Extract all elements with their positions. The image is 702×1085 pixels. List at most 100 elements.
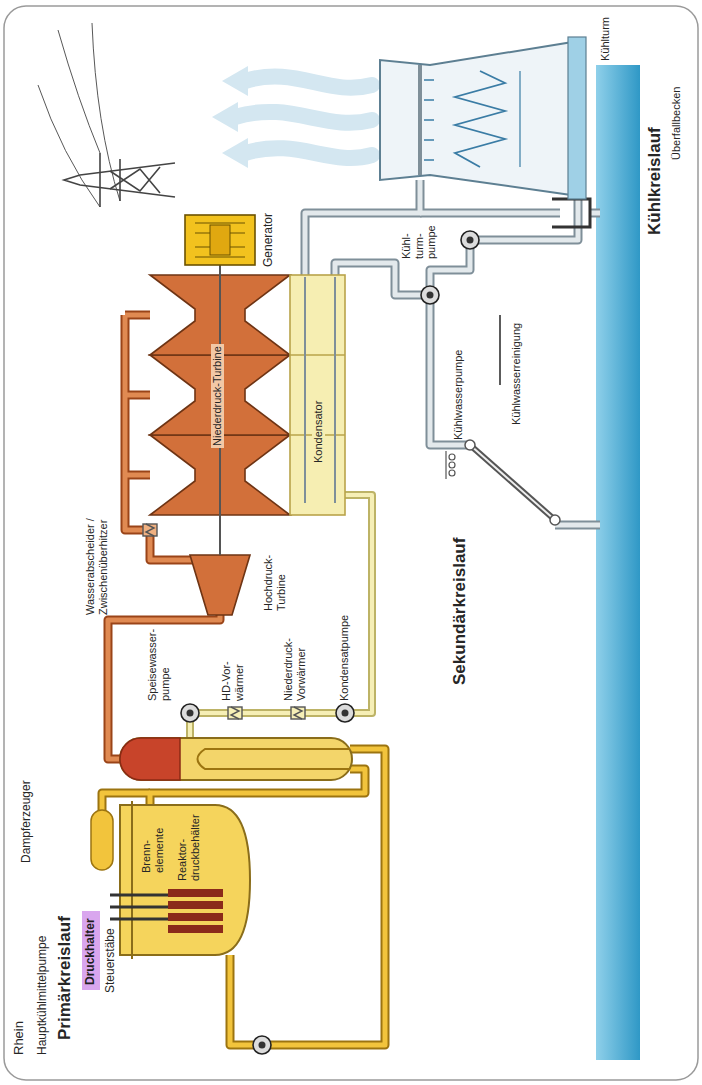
pump-impeller (259, 1042, 266, 1049)
screen-conveyor (449, 454, 455, 460)
generator (185, 215, 255, 265)
highlight-box: Druckhalter (82, 911, 100, 990)
fuel-element (168, 889, 223, 933)
part-label: HD-Vor- wärmer (220, 651, 245, 701)
steam-generator (120, 738, 352, 780)
circuit-label: Sekundärkreislauf (450, 538, 470, 685)
fuel-element (168, 913, 223, 921)
part-label: Niederdruck- Vorwärmer (282, 629, 307, 701)
condenser (290, 275, 345, 515)
coolant-pipe (305, 180, 600, 525)
pump-symbol (336, 704, 354, 722)
fuel-element (168, 925, 223, 933)
steam-plume (235, 76, 372, 157)
screen-conveyor (449, 470, 455, 476)
primary-pipe (102, 749, 385, 1045)
page-frame (4, 6, 698, 1080)
plume-arrowhead (212, 66, 248, 168)
part-label: Kühlturm (599, 17, 612, 61)
plume-arrowhead (212, 102, 238, 132)
part-label: Speisewasser- pumpe (146, 621, 171, 701)
screen-conveyor (465, 440, 475, 450)
reactor-vessel (120, 801, 250, 959)
steam-plume (245, 76, 372, 87)
pump-symbol (253, 1036, 271, 1054)
coolant-pipe (305, 180, 600, 525)
cooling-tower (424, 80, 434, 160)
control-rod (110, 906, 168, 909)
steam-generator (198, 749, 351, 769)
pump-impeller (187, 710, 194, 717)
pump-impeller (467, 237, 474, 244)
reheater-symbol (143, 524, 157, 536)
reheater-symbol (146, 524, 154, 536)
condenser (290, 275, 345, 515)
part-label: Kühlwasserreinigung (510, 323, 523, 425)
cooling-tower (455, 71, 505, 167)
pump-symbol (181, 231, 479, 1054)
condenser (290, 354, 345, 355)
plume-arrowhead (222, 66, 248, 96)
screen-conveyor (470, 445, 555, 520)
fuel-element (168, 889, 223, 897)
primary-pipe (102, 749, 385, 1045)
part-label: Reaktor- druckbehälter (176, 805, 201, 881)
steam-plume (245, 148, 372, 158)
box-label: Druckhalter (83, 916, 97, 985)
part-label: Wasserabscheider / Zwischenüberhitzer (84, 493, 109, 615)
control-rod (110, 918, 168, 921)
river-band (596, 65, 640, 1060)
cooling-tower (568, 37, 586, 199)
part-label: Brenn- elemente (140, 818, 165, 873)
condenser-tube (305, 277, 335, 503)
screen-conveyor (470, 445, 555, 520)
primary-pipe (102, 749, 385, 1045)
part-label: Überfallbecken (670, 87, 683, 160)
part-label: Niederdruck-Turbine (211, 344, 224, 448)
steam-plume (235, 112, 372, 123)
power-pylon (100, 153, 120, 207)
generator (195, 223, 245, 257)
preheater-symbol (291, 707, 305, 719)
screen-conveyor (446, 315, 560, 525)
generator (185, 215, 255, 265)
part-label: Kondensatpumpe (338, 615, 351, 701)
screen-conveyor (499, 315, 501, 385)
part-label: Kondensator (312, 399, 325, 465)
screen-conveyor (445, 451, 446, 479)
pump-impeller (342, 710, 349, 717)
coolant-pipe (305, 180, 600, 525)
condenser-tube (305, 277, 335, 503)
plume-arrowhead (222, 138, 248, 168)
cooling-tower (519, 71, 520, 167)
steam-generator (120, 738, 180, 780)
circuit-label: Kühlkreislauf (645, 127, 665, 235)
part-label: Rhein (12, 1021, 27, 1055)
overflow-weir (552, 199, 590, 227)
part-label: Steuerstäbe (104, 928, 118, 993)
pump-impeller (427, 292, 434, 299)
pump-symbol (461, 231, 479, 249)
pump-symbol (421, 286, 439, 304)
screen-conveyor (550, 515, 560, 525)
part-label: Hauptkühlmittelpumpe (36, 936, 50, 1055)
pressurizer-vessel (91, 810, 113, 870)
part-label: Generator (262, 213, 276, 267)
circuit-label: Primärkreislauf (55, 916, 75, 1040)
part-label: Dampferzeuger (20, 780, 34, 863)
part-label: Kühlwasserpumpe (452, 350, 465, 441)
preheater-symbol (228, 707, 305, 719)
power-pylon (38, 23, 120, 207)
control-rod (110, 895, 168, 919)
control-rod (110, 894, 168, 897)
cooling-tower (380, 40, 585, 197)
pump-symbol (181, 704, 199, 722)
preheater-symbol (231, 707, 239, 719)
pump-impeller (187, 237, 474, 1049)
reactor-vessel (131, 801, 133, 959)
power-pylon (38, 23, 175, 207)
screen-conveyor (449, 462, 455, 468)
generator (210, 225, 230, 255)
power-pylon (110, 167, 160, 193)
